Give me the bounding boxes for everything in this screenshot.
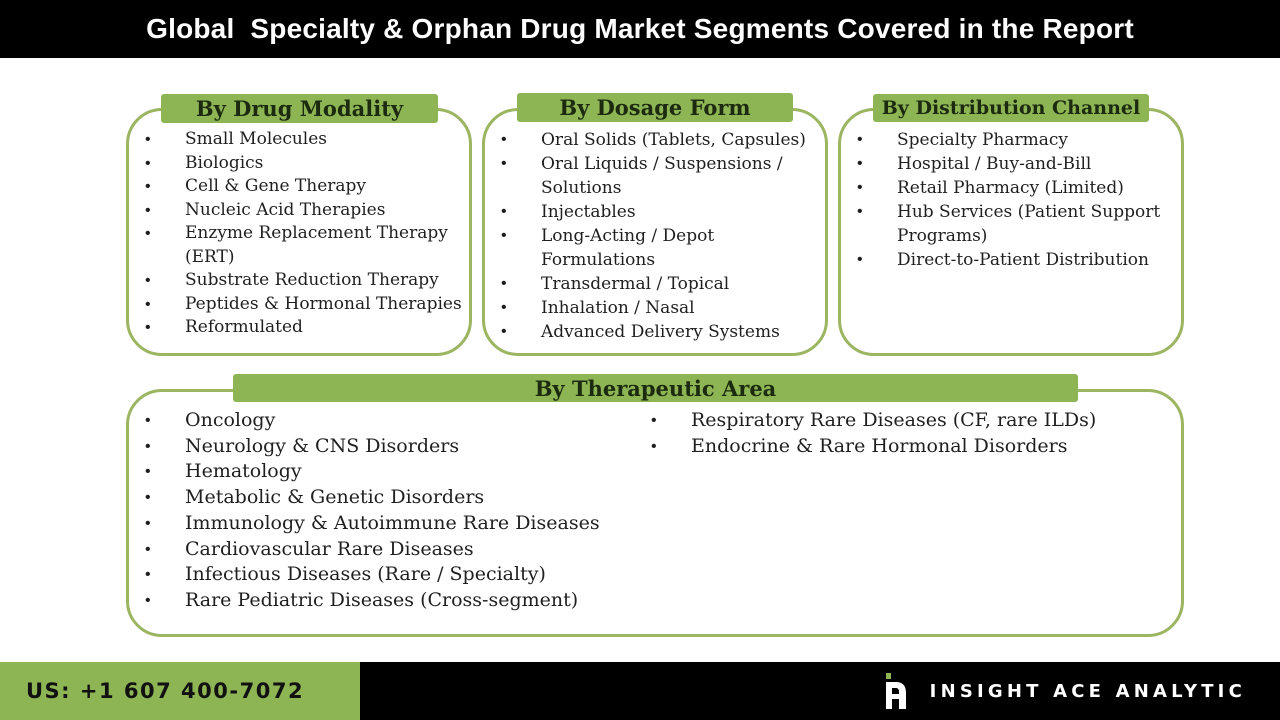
list-item: Peptides & Hormonal Therapies bbox=[145, 293, 463, 317]
list-item: Inhalation / Nasal bbox=[501, 296, 819, 320]
list-item: Hub Services (Patient Support Programs) bbox=[857, 200, 1175, 248]
list-item: Long-Acting / Depot Formulations bbox=[501, 224, 819, 272]
list-item: Cardiovascular Rare Diseases bbox=[145, 537, 635, 563]
list-item: Advanced Delivery Systems bbox=[501, 320, 819, 344]
list-item: Direct-to-Patient Distribution bbox=[857, 248, 1175, 272]
drug-modality-header: By Drug Modality bbox=[161, 94, 438, 123]
list-item: Oral Solids (Tablets, Capsules) bbox=[501, 128, 819, 152]
therapeutic-area-list-right: Respiratory Rare Diseases (CF, rare ILDs… bbox=[651, 408, 1171, 459]
distribution-channel-list: Specialty Pharmacy Hospital / Buy-and-Bi… bbox=[857, 128, 1175, 272]
list-item: Rare Pediatric Diseases (Cross-segment) bbox=[145, 588, 635, 614]
list-item: Oral Liquids / Suspensions / Solutions bbox=[501, 152, 819, 200]
list-item: Specialty Pharmacy bbox=[857, 128, 1175, 152]
list-item: Reformulated bbox=[145, 316, 463, 340]
list-item: Respiratory Rare Diseases (CF, rare ILDs… bbox=[651, 408, 1171, 434]
footer-brand: INSIGHT ACE ANALYTIC bbox=[360, 662, 1280, 720]
list-item: Hospital / Buy-and-Bill bbox=[857, 152, 1175, 176]
dosage-form-list: Oral Solids (Tablets, Capsules) Oral Liq… bbox=[501, 128, 819, 344]
list-item: Nucleic Acid Therapies bbox=[145, 199, 463, 223]
footer-contact: US: +1 607 400-7072 bbox=[0, 662, 360, 720]
drug-modality-list: Small Molecules Biologics Cell & Gene Th… bbox=[145, 128, 463, 340]
list-item: Injectables bbox=[501, 200, 819, 224]
list-item: Transdermal / Topical bbox=[501, 272, 819, 296]
therapeutic-area-header: By Therapeutic Area bbox=[233, 374, 1078, 402]
list-item: Biologics bbox=[145, 152, 463, 176]
list-item: Immunology & Autoimmune Rare Diseases bbox=[145, 511, 635, 537]
list-item: Small Molecules bbox=[145, 128, 463, 152]
dosage-form-header: By Dosage Form bbox=[517, 93, 793, 122]
phone-number: US: +1 607 400-7072 bbox=[26, 679, 305, 703]
list-item: Endocrine & Rare Hormonal Disorders bbox=[651, 434, 1171, 460]
list-item: Infectious Diseases (Rare / Specialty) bbox=[145, 562, 635, 588]
title-bar: Global Specialty & Orphan Drug Market Se… bbox=[0, 0, 1280, 58]
list-item: Neurology & CNS Disorders bbox=[145, 434, 635, 460]
list-item: Enzyme Replacement Therapy (ERT) bbox=[145, 222, 463, 269]
therapeutic-area-list-left: Oncology Neurology & CNS Disorders Hemat… bbox=[145, 408, 635, 614]
list-item: Metabolic & Genetic Disorders bbox=[145, 485, 635, 511]
list-item: Oncology bbox=[145, 408, 635, 434]
page-title: Global Specialty & Orphan Drug Market Se… bbox=[146, 13, 1134, 44]
list-item: Cell & Gene Therapy bbox=[145, 175, 463, 199]
list-item: Retail Pharmacy (Limited) bbox=[857, 176, 1175, 200]
list-item: Hematology bbox=[145, 459, 635, 485]
list-item: Substrate Reduction Therapy bbox=[145, 269, 463, 293]
insight-ace-logo-icon bbox=[885, 673, 906, 709]
brand-name: INSIGHT ACE ANALYTIC bbox=[929, 680, 1246, 702]
distribution-channel-header: By Distribution Channel bbox=[873, 94, 1149, 122]
